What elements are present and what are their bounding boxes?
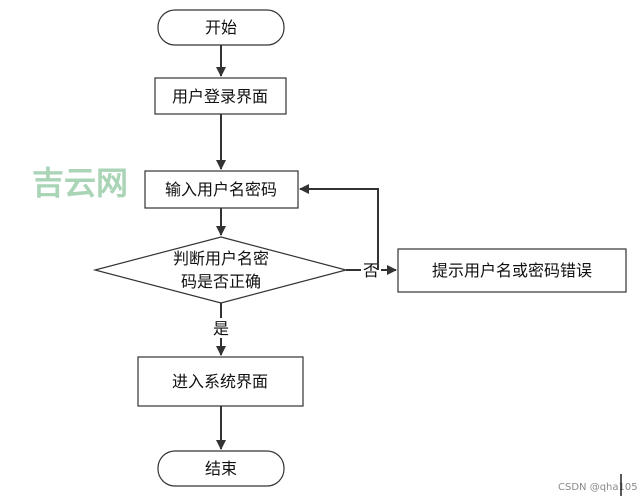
end-node xyxy=(157,450,285,487)
start-node-label: 开始 xyxy=(205,18,237,37)
enter-system-node xyxy=(137,356,304,407)
edge-loop-back-to-input xyxy=(299,184,379,270)
input-credentials-node-label: 输入用户名密码 xyxy=(165,180,277,199)
login-page-node xyxy=(154,77,287,115)
error-prompt-node-label: 提示用户名或密码错误 xyxy=(432,261,592,280)
yes-label-background xyxy=(211,318,231,338)
check-credentials-label-line2: 码是否正确 xyxy=(181,272,261,291)
enter-system-node-label: 进入系统界面 xyxy=(172,372,268,391)
no-label-background xyxy=(361,260,381,280)
watermark-text: 吉云网 xyxy=(32,164,128,202)
error-prompt-node xyxy=(397,248,627,293)
end-node-label: 结束 xyxy=(205,459,237,478)
login-page-node-label: 用户登录界面 xyxy=(172,87,268,106)
edge-yes-label: 是 xyxy=(213,319,229,338)
check-credentials-decision xyxy=(92,236,349,304)
check-credentials-label-line1: 判断用户名密 xyxy=(173,249,269,268)
edge-no-label: 否 xyxy=(363,261,379,280)
credit-text: CSDN @qha105 xyxy=(558,482,638,493)
